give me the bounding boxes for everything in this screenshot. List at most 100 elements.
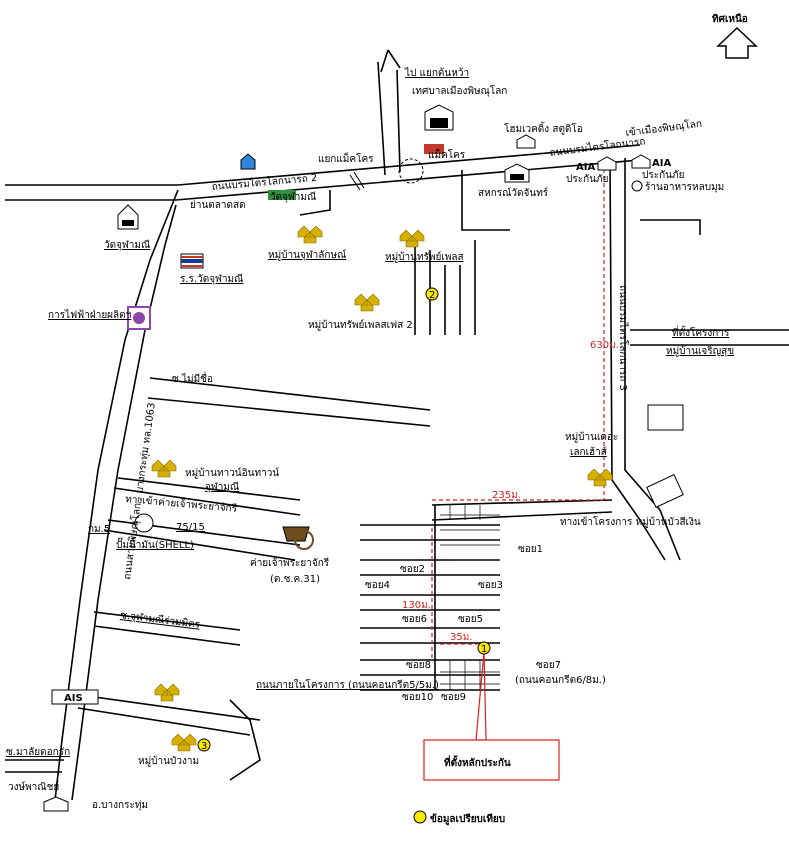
label-vill-jarern: หมู่บ้านเจริญสุข [666,345,734,357]
north-arrow-icon [716,26,758,59]
marker-1-icon [477,641,491,655]
road-buangam-loop [229,699,261,781]
road-camp-bottom [103,529,296,561]
road-soi6 [360,627,500,644]
label-soi8: ซอย8 [406,660,431,671]
label-km2: 75/15 [176,522,205,533]
road-bangkratum-right [71,204,177,801]
aia2-icon [631,154,651,169]
label-vill-buangam: หมู่บ้านบัวงาม [138,755,199,767]
label-to-project: ทางเข้าโครงการ หมู่บ้านบัวสีเงิน [560,515,701,528]
label-aia1-name: AIA [576,162,595,173]
village-town-icon [151,459,177,478]
label-vill-town2: จุฬามณี [205,481,239,493]
label-vill-chula: หมู่บ้านจุฬาลักษณ์ [268,249,346,261]
label-km: กม.5 [88,524,110,535]
north-arrow: ทิศเหนือ [712,13,758,59]
yaek-marker-icon [349,171,365,191]
label-camp2: (ต.ช.ค.31) [270,574,320,585]
road-right-top [640,219,701,235]
gas-station-top-icon [240,153,256,170]
label-soi10: ซอย10 [402,692,433,703]
label-vill-lake2: เลกเฮ้าส์ [570,446,607,458]
label-borom3: ถนนบรมไตรโลกนารถ 3 [617,285,630,391]
ais-icon [51,689,99,705]
village-buangam-a-icon [154,683,180,702]
road-borom3-left [609,159,666,561]
shell-icon [134,513,154,533]
road-chula-village [299,190,331,216]
label-soi3: ซอย3 [478,580,503,591]
landmark-icons [43,104,651,812]
road-buangam-top [79,694,261,721]
marker-3-icon [197,738,211,752]
label-soi5: ซอย5 [458,614,483,625]
label-coop: สหกรณ์วัดจันทร์ [478,187,549,199]
label-vill-tree: หมู่บ้านทรัพย์เพลส [385,251,464,263]
label-to-intersection: ไป แยกต้นหว้า [404,67,469,79]
wongpanit-icon [43,796,69,812]
marker-2-label: 2 [429,290,435,301]
village-buangam-icon [171,733,197,752]
grid-plots-vert [449,505,481,690]
marker-2-icon [425,287,439,301]
road-buangam-bottom [77,707,251,736]
north-label: ทิศเหนือ [712,13,748,25]
label-soi9: ซอย9 [441,692,466,703]
label-soi7-road: (ถนนคอนกรีต6/8ม.) [515,674,606,686]
road-coop [461,170,510,231]
label-aia2-name: AIA [652,158,671,169]
label-soi2: ซอย2 [400,564,425,575]
grid-plots [440,514,500,685]
label-restaurant: ร้านอาหารหลบมุม [645,181,724,193]
road-soi2-3 [360,559,500,576]
road-bangkratum-left [54,189,179,801]
label-d630: 630ม. [590,340,619,351]
label-makro: แม็คโคร [428,147,466,161]
label-vill-lake: หมู่บ้านเดอะ [565,431,618,443]
label-d235: 235ม. [492,490,521,501]
marker-1-label: 1 [481,644,487,655]
road-chulamanee-bottom [93,625,241,646]
road-north-right [396,69,401,173]
label-to-city: เข้าเมืองพิษณุโลก [625,117,703,139]
restaurant-icon [631,180,643,192]
label-wat-chula-shop: วัดจุฬามณี [270,191,316,203]
label-gas: ปั๊มน้ำมัน(SHELL) [116,537,194,551]
north-road-arrow-icon [380,49,401,73]
label-soi-mai-mee-chue: ซ.ไม่มีชื่อ [172,371,213,385]
label-project-road: ถนนภายในโครงการ (ถนนคอนกรีต5/5ม.) [256,678,439,691]
label-electric: การไฟฟ้าฝ่ายผลิตฯ [48,309,131,321]
road-chulamanee-top [93,611,241,631]
road-soi-mai-mee-chue [149,377,431,411]
legend: ที่ตั้งหลักประกัน ข้อมูลเปรียบเทียบ [413,739,560,826]
road-boromtrailokanat2-top [5,144,641,186]
label-soi1: ซอย1 [518,544,543,555]
makro-icon [424,144,444,154]
building-right-1 [647,404,684,431]
label-vill-town: หมู่บ้านทาวน์อินทาวน์ [185,467,279,479]
comparison-legend-icon [413,810,427,824]
label-soi7: ซอย7 [536,660,561,671]
road-borom3-right [624,158,681,561]
municipality-windows-icon [430,118,448,128]
label-soi-malai: ซ.มาลัยดอกรัก [6,747,70,758]
project-grid [360,499,613,691]
label-soi-chulamanee: ซ.จุฬามณีร่วมมิตร [120,609,202,631]
label-yaek: แยกแม็คโคร [318,151,374,165]
road-project-entrance [431,499,613,521]
label-d35: 35ม. [450,632,473,643]
label-aia1-sub: ประกันภัย [566,174,608,185]
label-soi6: ซอย6 [402,614,427,625]
road-north-left [377,61,386,176]
collateral-pointer [475,651,487,741]
label-municipality: เทศบาลเมืองพิษณุโลก [412,84,507,97]
collateral-box [423,739,560,781]
label-camp: ค่ายเจ้าพระยาจักรี [250,557,330,569]
village-chula-icon [297,225,323,244]
marker-3-label: 3 [201,741,207,752]
label-wongpanit: วงษ์พาณิชย์ [8,781,59,793]
label-vill-tree2: หมู่บ้านทรัพย์เพลสเฟส 2 [308,319,413,331]
intersection-circle-icon [398,158,424,184]
